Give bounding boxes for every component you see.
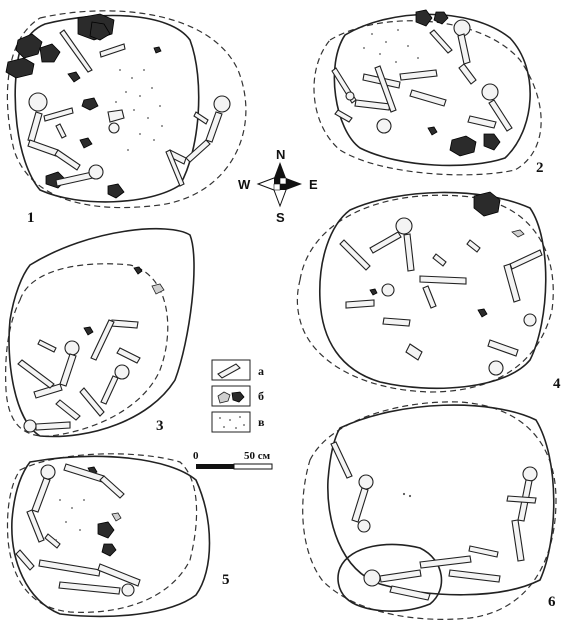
plan-3	[5, 227, 195, 438]
plan-2	[313, 9, 542, 176]
plan-1-sediment-dots	[115, 69, 163, 151]
legend: а б в	[211, 359, 265, 433]
plan-1-stones	[5, 13, 162, 199]
plan-5	[6, 453, 211, 618]
plan-2-number: 2	[536, 160, 544, 176]
plan-3-number: 3	[156, 418, 164, 434]
scale-label-start: 0	[193, 450, 199, 462]
plan-1-pit-outline	[14, 14, 200, 203]
plan-1-pit-outline-dashed	[6, 10, 247, 209]
plan-5-number: 5	[222, 572, 230, 588]
legend-label-a: а	[258, 364, 264, 378]
plan-4-skeletal-remains	[339, 217, 543, 376]
compass-rose: N S W E	[238, 147, 318, 225]
plan-3-skeletal-remains	[17, 319, 141, 433]
plan-5-pit-outline	[11, 455, 211, 618]
legend-item-a: а	[211, 359, 264, 381]
plan-6-number: 6	[548, 594, 556, 610]
scale-bar-black-segment	[196, 464, 234, 469]
scale-bar-white-segment	[233, 463, 273, 470]
plan-6	[302, 401, 557, 620]
plan-4-stones	[369, 191, 525, 318]
plan-5-skeletal-remains	[15, 463, 141, 597]
plan-2-sediment-dots	[363, 29, 419, 63]
plan-6-pit-outline	[327, 404, 555, 596]
plan-1	[5, 10, 247, 209]
scale-bar: 0 50 см	[193, 450, 273, 470]
scale-label-end: 50 см	[244, 450, 271, 462]
plan-5-pit-outline-dashed	[6, 453, 198, 613]
plan-2-pit-outline-dashed	[313, 20, 542, 176]
plan-2-skeletal-remains	[331, 19, 513, 134]
legend-label-v: в	[258, 415, 265, 429]
legend-stone-symbol-light	[217, 391, 231, 404]
legend-item-b: б	[211, 385, 264, 407]
compass-label-west: W	[238, 177, 251, 192]
compass-label-north: N	[276, 147, 285, 162]
plan-5-sediment-dots	[55, 499, 85, 541]
plan-4-number: 4	[553, 376, 561, 392]
plan-4	[296, 191, 554, 393]
plan-1-skeletal-remains	[27, 29, 231, 187]
plan-6-pit-outline-dashed	[302, 401, 557, 620]
plan-6-inner-pit-outline	[337, 543, 443, 612]
plan-1-number: 1	[27, 210, 35, 226]
plan-6-skeletal-remains	[330, 441, 538, 601]
plan-4-pit-outline-dashed	[296, 194, 554, 393]
plan-2-stones	[415, 9, 501, 157]
legend-bone-symbol	[217, 363, 241, 379]
plan-3-pit-outline	[8, 227, 195, 438]
compass-label-south: S	[276, 210, 285, 225]
plan-3-stones	[83, 266, 165, 336]
legend-label-b: б	[258, 389, 264, 403]
plan-2-pit-outline	[333, 13, 531, 167]
legend-stone-symbol-dark	[231, 391, 245, 403]
plan-3-pit-outline-dashed	[5, 263, 169, 437]
compass-label-east: E	[309, 177, 318, 192]
legend-item-v: в	[211, 411, 265, 433]
legend-swatch-sediment	[211, 411, 251, 433]
